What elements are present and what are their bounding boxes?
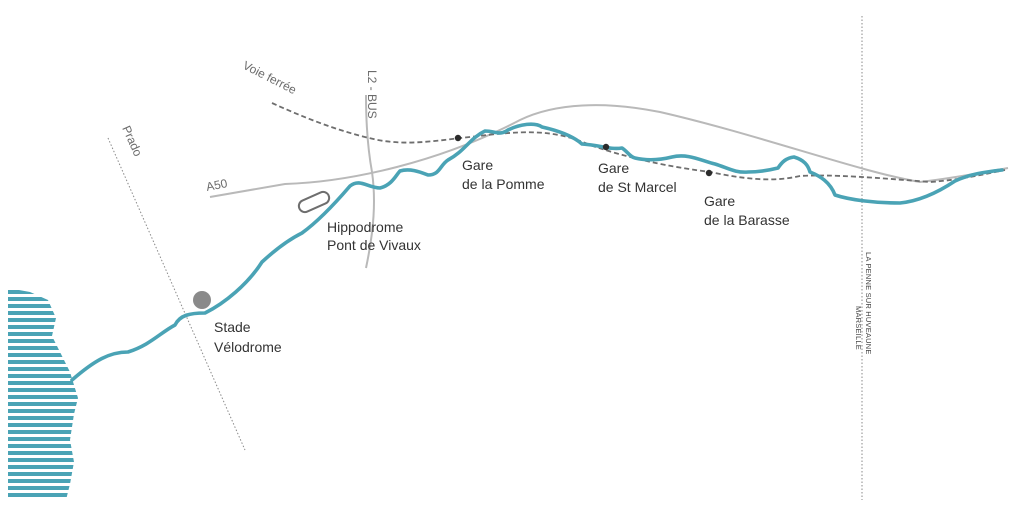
sea-stripe	[8, 311, 78, 315]
sea-stripe	[8, 318, 78, 322]
gare-st-marcel-label: Gare de St Marcel	[598, 160, 677, 195]
sea-stripe	[8, 346, 78, 350]
sea-stripe	[8, 353, 78, 357]
sea-stripe	[8, 451, 78, 455]
sea-stripe	[8, 430, 78, 434]
huveaune-river	[70, 122, 1004, 382]
prado-label: Prado	[119, 124, 145, 159]
l2-bus-road	[365, 94, 375, 269]
station-dot-icon	[705, 169, 713, 177]
railway-label: Voie ferrée	[241, 58, 299, 97]
sea-stripe	[8, 409, 78, 413]
prado-road	[107, 137, 246, 451]
sea-stripe	[8, 444, 78, 448]
sea-stripe	[8, 297, 78, 301]
l2-bus-label: L2 - BUS	[365, 70, 379, 119]
sea-stripe	[8, 332, 78, 336]
sea-stripe	[8, 402, 78, 406]
sea-area	[0, 290, 90, 504]
boundary-label-marseille: MARSEILLE	[854, 306, 863, 350]
sea-stripe	[8, 423, 78, 427]
gare-la-barasse-label: Gare de la Barasse	[704, 193, 790, 228]
sea-stripe	[8, 493, 78, 497]
sea-stripe	[8, 395, 78, 399]
sea-stripe	[8, 290, 78, 294]
sea-stripe	[8, 388, 78, 392]
sea-stripe	[8, 416, 78, 420]
sea-stripe	[8, 325, 78, 329]
hippodrome-label: Hippodrome Pont de Vivaux	[327, 219, 421, 253]
gare-la-pomme-label: Gare de la Pomme	[462, 157, 545, 192]
station-dot-icon	[602, 143, 610, 151]
sea-stripe	[8, 339, 78, 343]
sea-stripe	[8, 437, 78, 441]
boundary-label-la-penne: LA PENNE SUR HUVEAUNE	[864, 252, 873, 355]
stadium-icon	[193, 291, 211, 309]
sea-stripe	[8, 458, 78, 462]
stade-velodrome-label: Stade Vélodrome	[214, 319, 282, 355]
sea-stripe	[8, 374, 78, 378]
sea-stripe	[8, 479, 78, 483]
sea-stripe	[8, 486, 78, 490]
sea-stripe	[8, 465, 78, 469]
sea-stripe	[8, 360, 78, 364]
sea-stripe	[8, 381, 78, 385]
sea-stripe	[0, 500, 90, 504]
sea-stripe	[8, 367, 78, 371]
racetrack-icon	[297, 190, 331, 214]
a50-motorway	[209, 104, 1009, 198]
sea-stripe	[8, 472, 78, 476]
station-dot-icon	[454, 134, 462, 142]
a50-label: A50	[205, 176, 229, 194]
sea-stripe	[8, 304, 78, 308]
